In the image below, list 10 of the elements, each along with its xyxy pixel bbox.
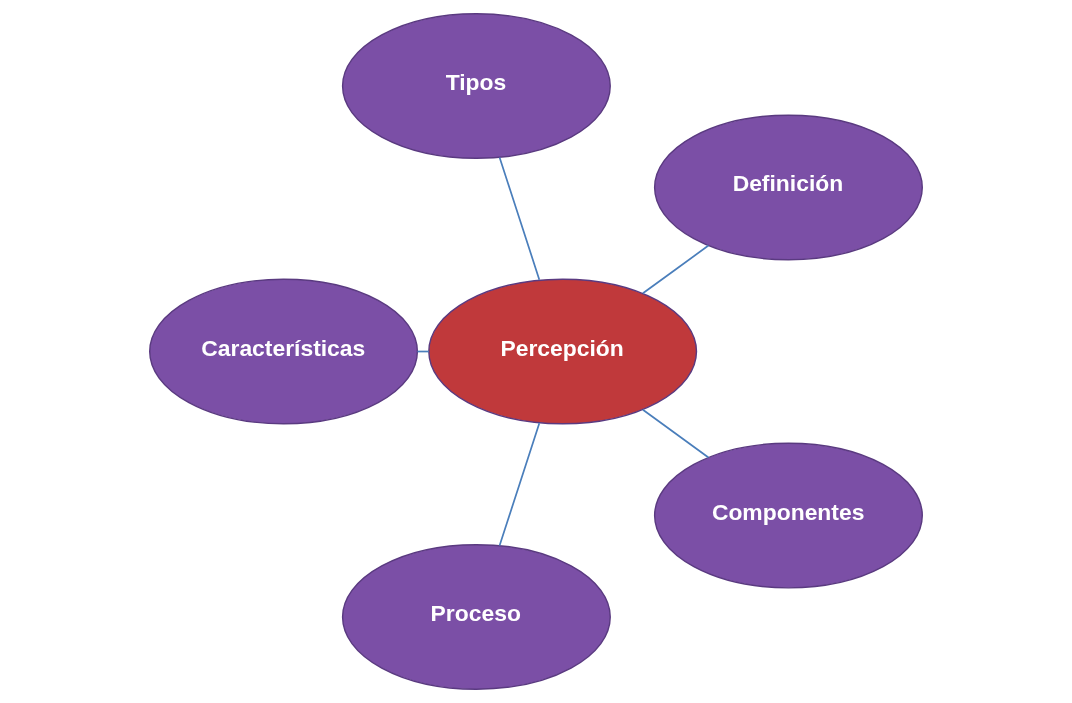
connector	[498, 156, 541, 281]
node-ellipse: Características	[149, 278, 419, 425]
node-ellipse: Tipos	[341, 13, 611, 160]
node-ellipse: Definición	[653, 114, 923, 261]
connector	[498, 422, 541, 547]
connector	[642, 244, 710, 295]
node-ellipse: Percepción	[428, 278, 698, 425]
connector	[642, 408, 710, 459]
node-ellipse: Proceso	[341, 543, 611, 690]
node-ellipse: Componentes	[653, 442, 923, 589]
